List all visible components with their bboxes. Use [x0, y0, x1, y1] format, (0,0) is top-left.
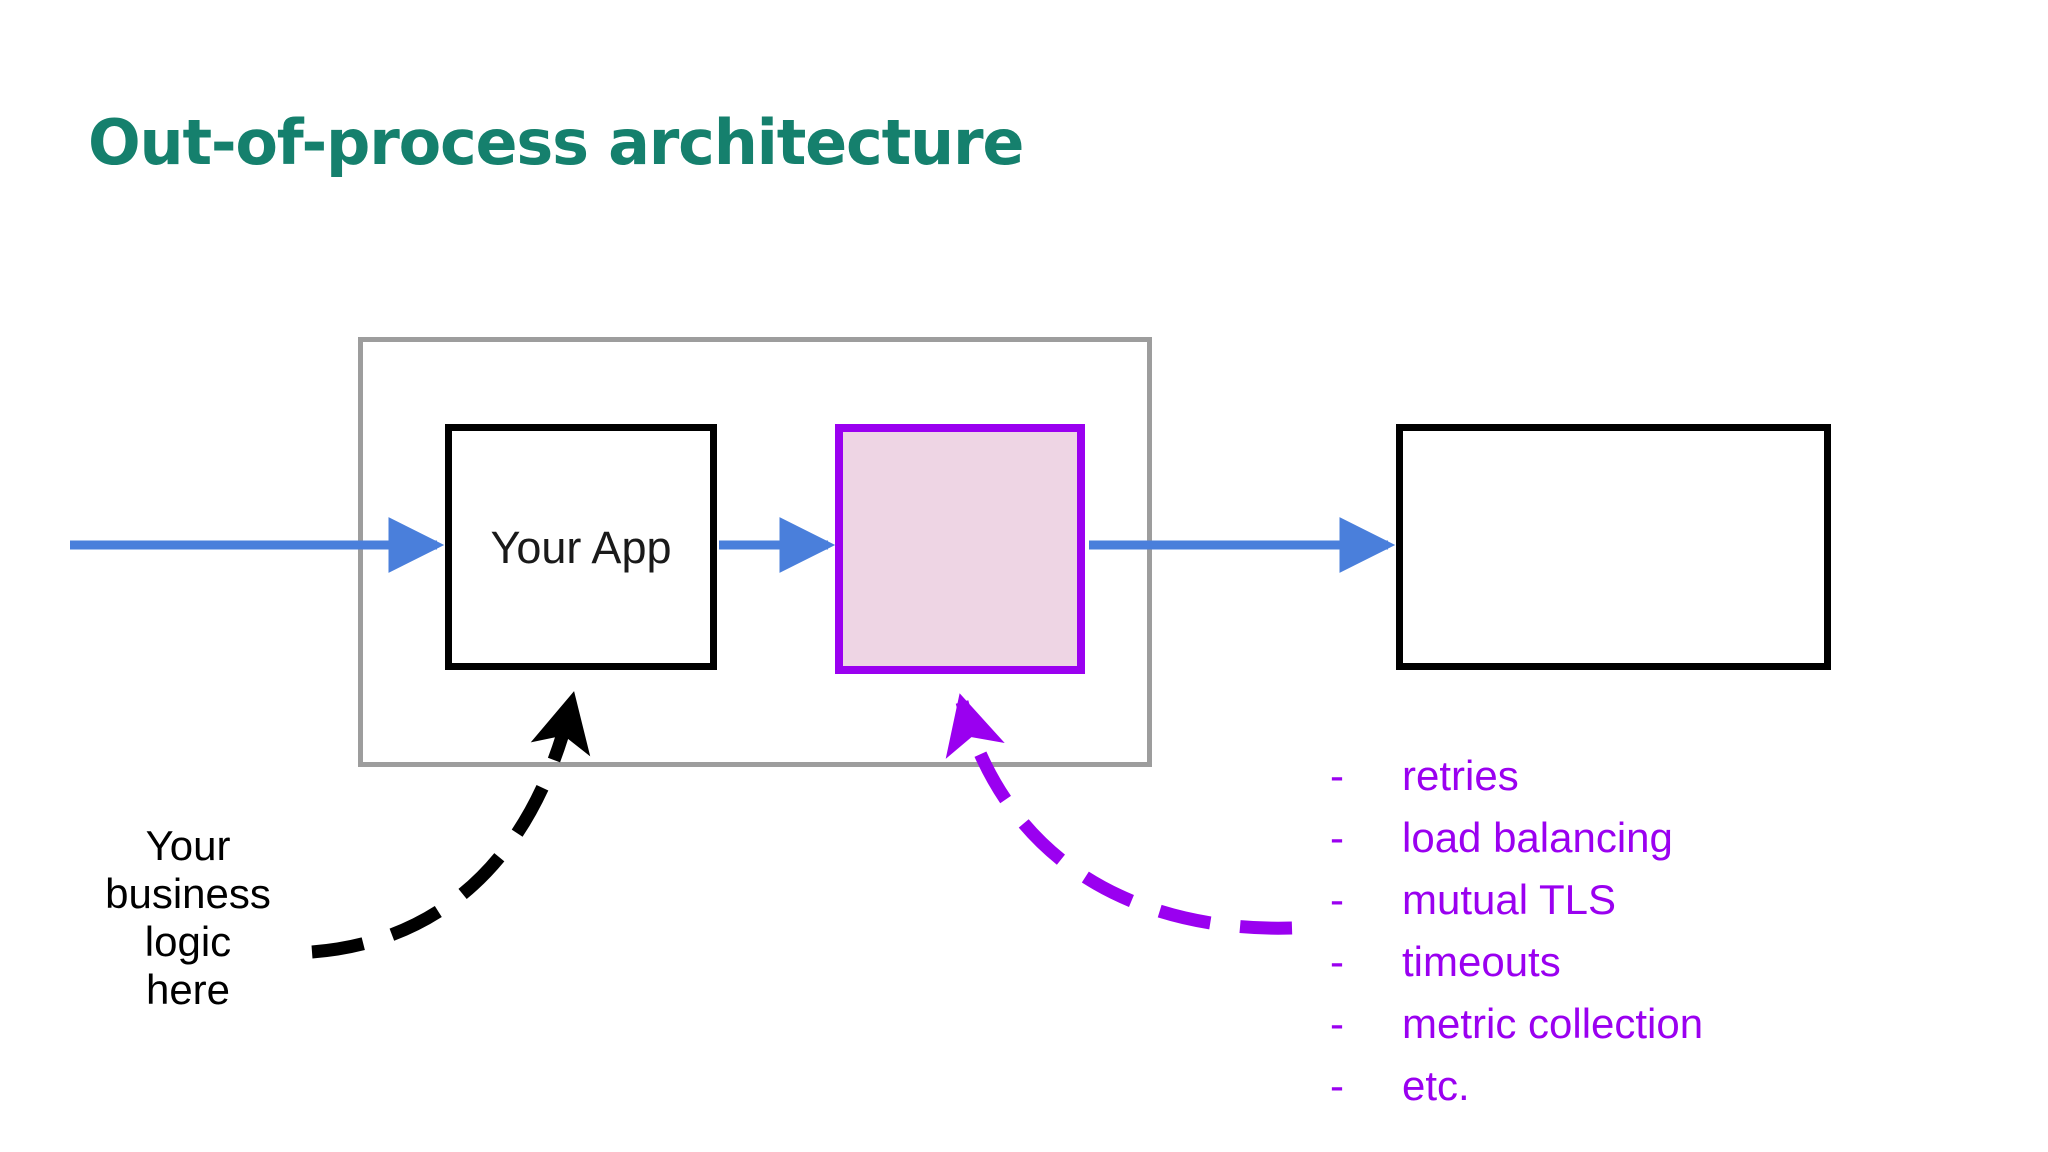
list-item: - mutual TLS: [1330, 876, 1703, 938]
list-item: - timeouts: [1330, 938, 1703, 1000]
business-note-line-4: here: [145, 965, 231, 1013]
capability-label: retries: [1402, 752, 1519, 799]
bullet-dash-icon: -: [1330, 814, 1344, 861]
sidecar-proxy-box[interactable]: [835, 424, 1085, 674]
page-title: Out-of-process architecture: [88, 106, 1024, 179]
capability-label: metric collection: [1402, 1000, 1704, 1047]
business-logic-note: Your business logic here: [72, 822, 304, 1014]
business-note-line-3: logic: [144, 917, 232, 965]
capability-list: - retries - load balancing - mutual TLS …: [1330, 752, 1703, 1124]
bullet-dash-icon: -: [1330, 876, 1344, 923]
business-note-line-1: Your: [145, 822, 231, 869]
your-app-label: Your App: [490, 521, 672, 573]
capability-label: timeouts: [1402, 938, 1561, 985]
capability-label: mutual TLS: [1402, 876, 1616, 923]
capability-label: etc.: [1402, 1062, 1470, 1109]
business-note-line-2: business: [105, 869, 271, 917]
your-app-box[interactable]: Your App: [445, 424, 717, 670]
list-item: - etc.: [1330, 1062, 1703, 1124]
list-item: - retries: [1330, 752, 1703, 814]
bullet-dash-icon: -: [1330, 938, 1344, 985]
bullet-dash-icon: -: [1330, 1062, 1344, 1109]
bullet-dash-icon: -: [1330, 752, 1344, 799]
list-item: - load balancing: [1330, 814, 1703, 876]
downstream-service-box[interactable]: [1396, 424, 1831, 670]
pod-boundary-container: [358, 337, 1152, 767]
capability-label: load balancing: [1402, 814, 1673, 861]
list-item: - metric collection: [1330, 1000, 1703, 1062]
bullet-dash-icon: -: [1330, 1000, 1344, 1047]
